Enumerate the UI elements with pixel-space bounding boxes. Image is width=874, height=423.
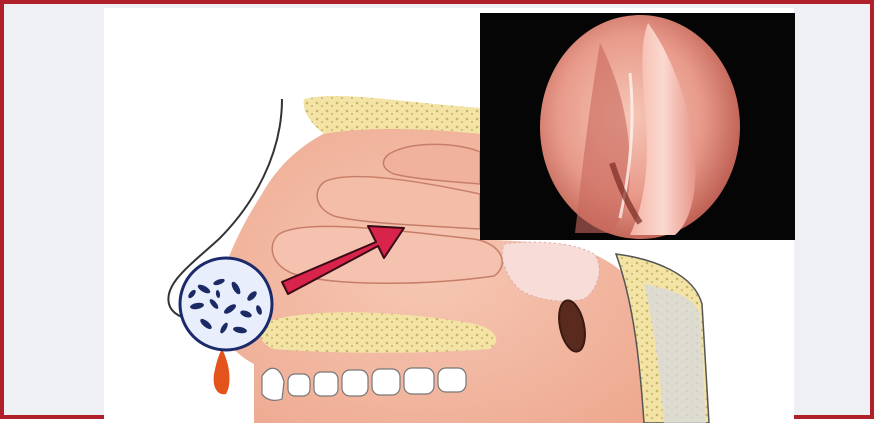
nasal-bone-upper <box>304 96 480 134</box>
bacteria-magnifier <box>180 258 272 350</box>
endoscopic-photo <box>480 13 795 240</box>
nasal-drip <box>214 349 230 394</box>
